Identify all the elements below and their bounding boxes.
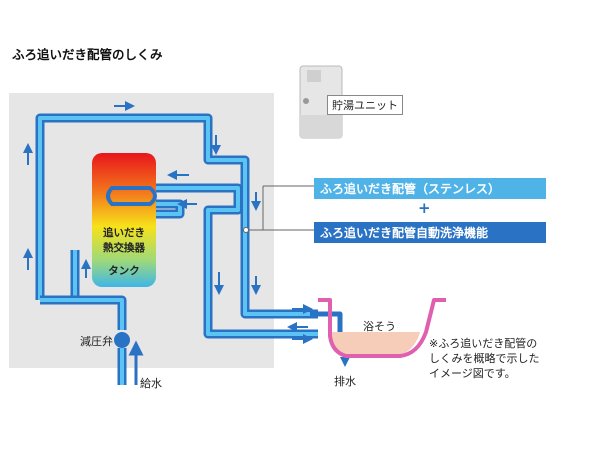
leader-lines: [246, 185, 314, 231]
note-line-1: ※ふろ追いだき配管の: [429, 337, 538, 350]
valve-label: 減圧弁: [80, 335, 113, 348]
page-title: ふろ追いだき配管のしくみ: [12, 47, 163, 62]
heat-exchanger-label-line1: 追いだき: [103, 227, 145, 239]
bathtub: [318, 298, 446, 358]
storage-unit-label: 貯湯ユニット: [327, 95, 403, 115]
heat-exchanger-label-line2: 熱交換器: [103, 242, 145, 254]
plus-sign: +: [418, 199, 431, 217]
pipe-label-stainless: ふろ追いだき配管（ステンレス）: [314, 178, 546, 199]
tank-label: タンク: [108, 265, 140, 277]
circulation-pipe: [35, 113, 343, 350]
note-line-3: イメージ図です。: [429, 367, 516, 380]
drain-label: 排水: [334, 375, 356, 388]
storage-unit-icon: [299, 65, 343, 139]
note-line-2: しくみを概略で示した: [429, 352, 540, 365]
note-text: ※ふろ追いだき配管の しくみを概略で示した イメージ図です。: [429, 336, 539, 381]
pipe-label-auto-cleaning: ふろ追いだき配管自動洗浄機能: [314, 222, 546, 243]
bathtub-water: [330, 332, 420, 356]
bathtub-label: 浴そう: [363, 320, 396, 333]
pressure-valve-icon: [114, 332, 130, 348]
supply-label: 給水: [140, 377, 162, 390]
heat-exchanger-label: 追いだき 熱交換器: [98, 225, 150, 255]
heat-exchanger-coil: [106, 186, 157, 206]
flow-arrows: [23, 101, 350, 367]
